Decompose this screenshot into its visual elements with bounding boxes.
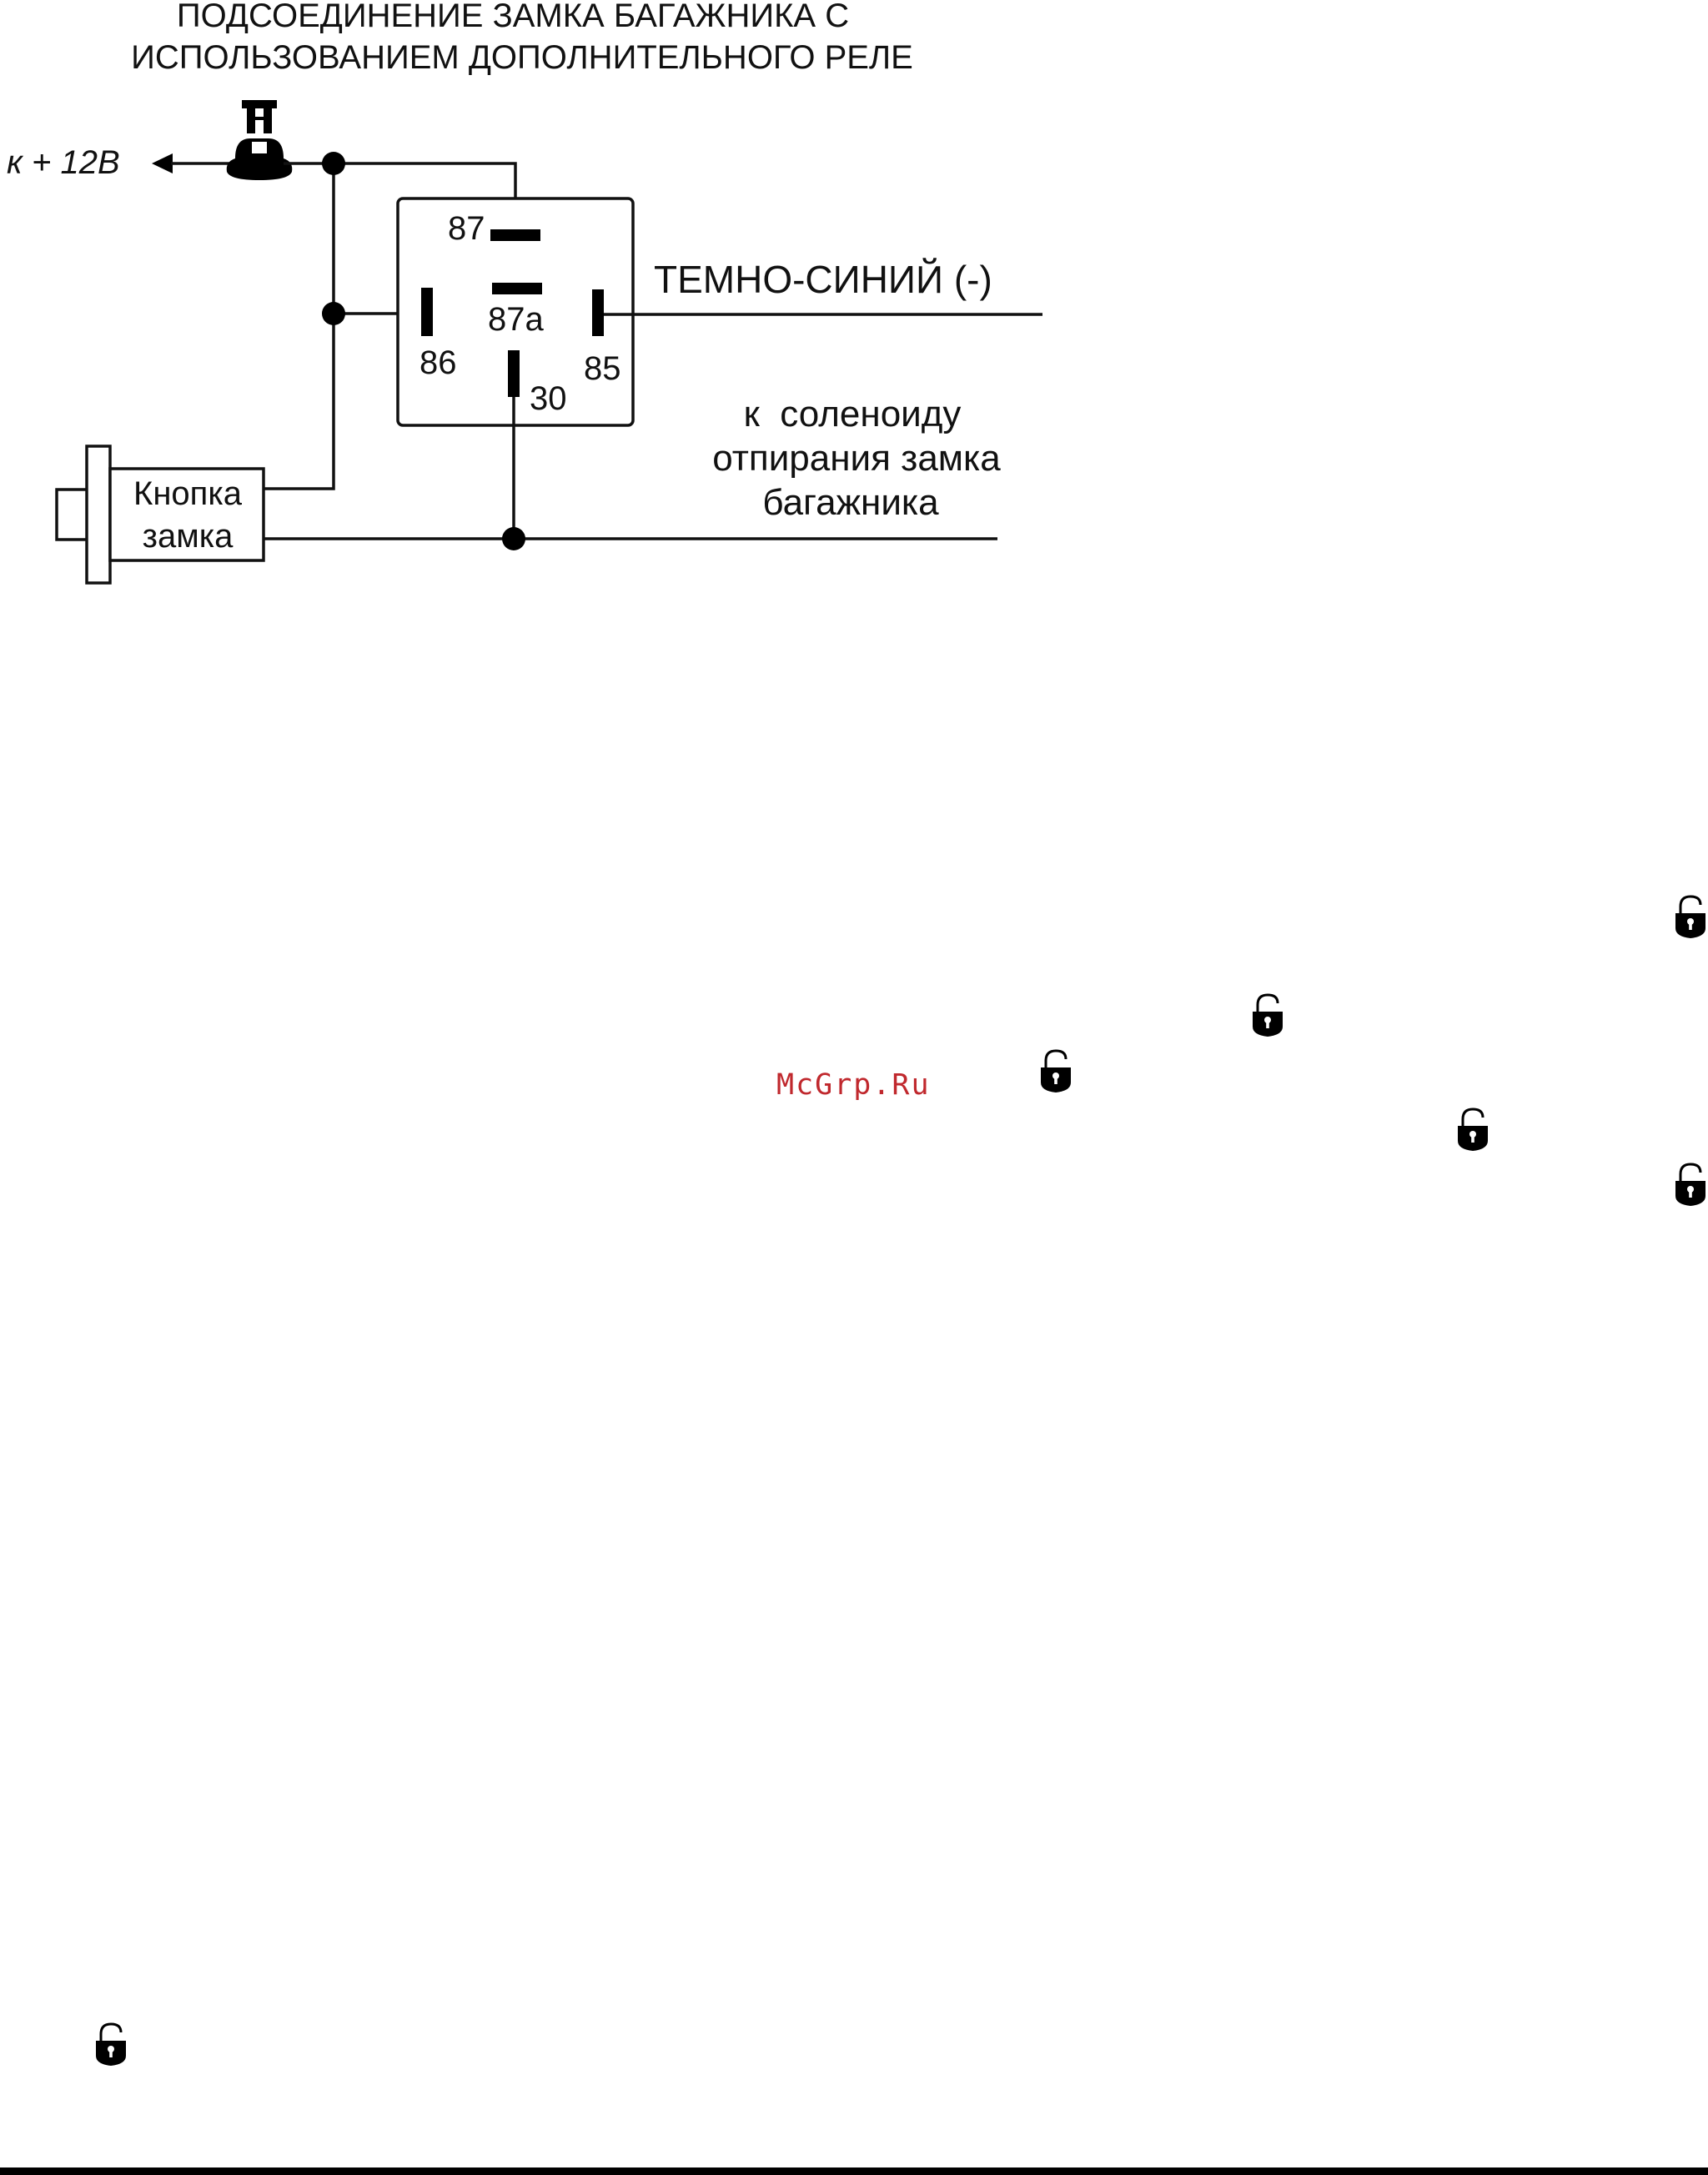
padlock-open-icon: [1253, 995, 1283, 1037]
junction-node-pin-86: [322, 302, 345, 325]
relay-pin-87a: [492, 283, 542, 294]
relay-pin-87-label: 87: [448, 210, 485, 247]
relay-pin-85: [592, 289, 604, 336]
relay-pin-30: [508, 350, 520, 397]
padlock-open-icon: [1458, 1109, 1488, 1151]
solenoid-label-line-1: к соленоиду: [744, 394, 962, 434]
watermark-text: McGrp.Ru: [776, 1068, 931, 1102]
relay-pin-87a-label: 87а: [488, 301, 544, 338]
relay-pin-85-label: 85: [584, 350, 621, 387]
dark-blue-wire-label: ТЕМНО-СИНИЙ (-): [654, 258, 992, 301]
relay-pin-87: [490, 229, 540, 241]
lock-button-label-line-2: замка: [143, 518, 234, 555]
junction-node-solenoid: [502, 527, 525, 550]
relay-pin-30-label: 30: [530, 380, 567, 417]
solenoid-label-line-2: отпирания замка: [712, 438, 1001, 479]
solenoid-label-line-3: багажника: [762, 482, 939, 523]
padlock-open-icon: [1041, 1051, 1071, 1093]
padlock-open-icon: [1675, 897, 1705, 938]
bottom-rule: [0, 2167, 1708, 2175]
padlock-open-icon: [96, 2024, 126, 2066]
relay-pin-86: [421, 288, 433, 336]
supply-label: к + 12В: [7, 144, 120, 181]
junction-node-supply: [322, 152, 345, 175]
diagram-title-line-1: ПОДСОЕДИНЕНИЕ ЗАМКА БАГАЖНИКА С: [177, 0, 849, 34]
lock-button-label-line-1: Кнопка: [133, 475, 243, 512]
relay-pin-86-label: 86: [419, 344, 457, 381]
padlock-open-icon: [1675, 1164, 1705, 1206]
diagram-title-line-2: ИСПОЛЬЗОВАНИЕМ ДОПОЛНИТЕЛЬНОГО РЕЛЕ: [131, 39, 913, 76]
fuse-icon: [227, 100, 293, 180]
lock-button-symbol: [57, 446, 264, 583]
wire-bus-to-button: [264, 163, 334, 489]
supply-arrow: [152, 153, 173, 173]
